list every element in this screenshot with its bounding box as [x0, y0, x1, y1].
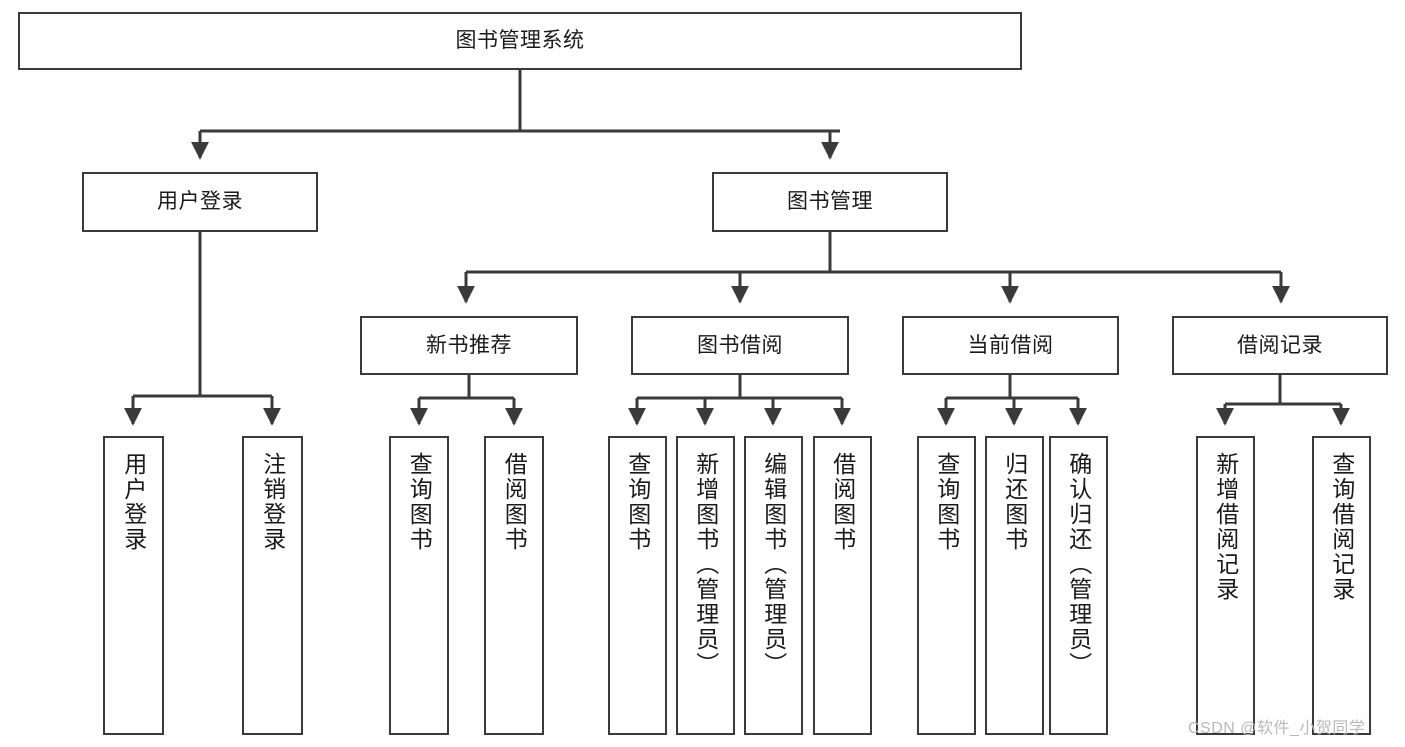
node-leaf-confirm-return[interactable]: 确认归还（管理员）: [1049, 436, 1108, 735]
node-label: 编辑图书（管理员）: [760, 452, 787, 677]
node-book-management[interactable]: 图书管理: [712, 172, 948, 232]
node-label: 当前借阅: [967, 333, 1054, 357]
node-label: 归还图书: [1001, 452, 1028, 552]
node-leaf-return-book[interactable]: 归还图书: [985, 436, 1044, 735]
node-leaf-add-record[interactable]: 新增借阅记录: [1196, 436, 1255, 735]
csdn-watermark: CSDN @软件_小贺同学: [1188, 720, 1366, 737]
node-leaf-borrow-book-1[interactable]: 借阅图书: [484, 436, 544, 735]
node-label: 查询图书: [933, 452, 960, 552]
node-leaf-query-book-3[interactable]: 查询图书: [917, 436, 976, 735]
node-leaf-user-login[interactable]: 用户登录: [103, 436, 164, 735]
node-label: 查询图书: [406, 452, 433, 552]
node-label: 确认归还（管理员）: [1065, 452, 1092, 677]
node-label: 查询借阅记录: [1328, 452, 1355, 602]
node-new-book-recommend[interactable]: 新书推荐: [360, 316, 578, 375]
node-label: 借阅图书: [501, 452, 528, 552]
node-book-borrow[interactable]: 图书借阅: [631, 316, 849, 375]
node-label: 新增借阅记录: [1212, 452, 1239, 602]
node-label: 新增图书（管理员）: [692, 452, 719, 677]
node-leaf-query-book-1[interactable]: 查询图书: [389, 436, 449, 735]
node-leaf-query-record[interactable]: 查询借阅记录: [1312, 436, 1371, 735]
node-label: 用户登录: [157, 190, 243, 214]
node-label: 新书推荐: [426, 333, 512, 357]
node-current-borrow[interactable]: 当前借阅: [902, 316, 1119, 375]
node-leaf-edit-book[interactable]: 编辑图书（管理员）: [744, 436, 803, 735]
node-user-login[interactable]: 用户登录: [82, 172, 318, 232]
node-label: 图书管理系统: [455, 29, 585, 53]
node-label: 注销登录: [259, 452, 286, 552]
node-label: 用户登录: [120, 452, 147, 552]
node-label: 借阅记录: [1237, 333, 1323, 357]
node-label: 查询图书: [624, 452, 651, 552]
node-label: 图书管理: [787, 190, 873, 214]
node-leaf-query-book-2[interactable]: 查询图书: [608, 436, 667, 735]
node-label: 图书借阅: [697, 333, 783, 357]
node-leaf-logout-login[interactable]: 注销登录: [242, 436, 303, 735]
node-leaf-add-book[interactable]: 新增图书（管理员）: [676, 436, 735, 735]
node-leaf-borrow-book-2[interactable]: 借阅图书: [813, 436, 872, 735]
node-root-book-management-system[interactable]: 图书管理系统: [18, 12, 1022, 70]
node-borrow-record[interactable]: 借阅记录: [1172, 316, 1388, 375]
node-label: 借阅图书: [829, 452, 856, 552]
